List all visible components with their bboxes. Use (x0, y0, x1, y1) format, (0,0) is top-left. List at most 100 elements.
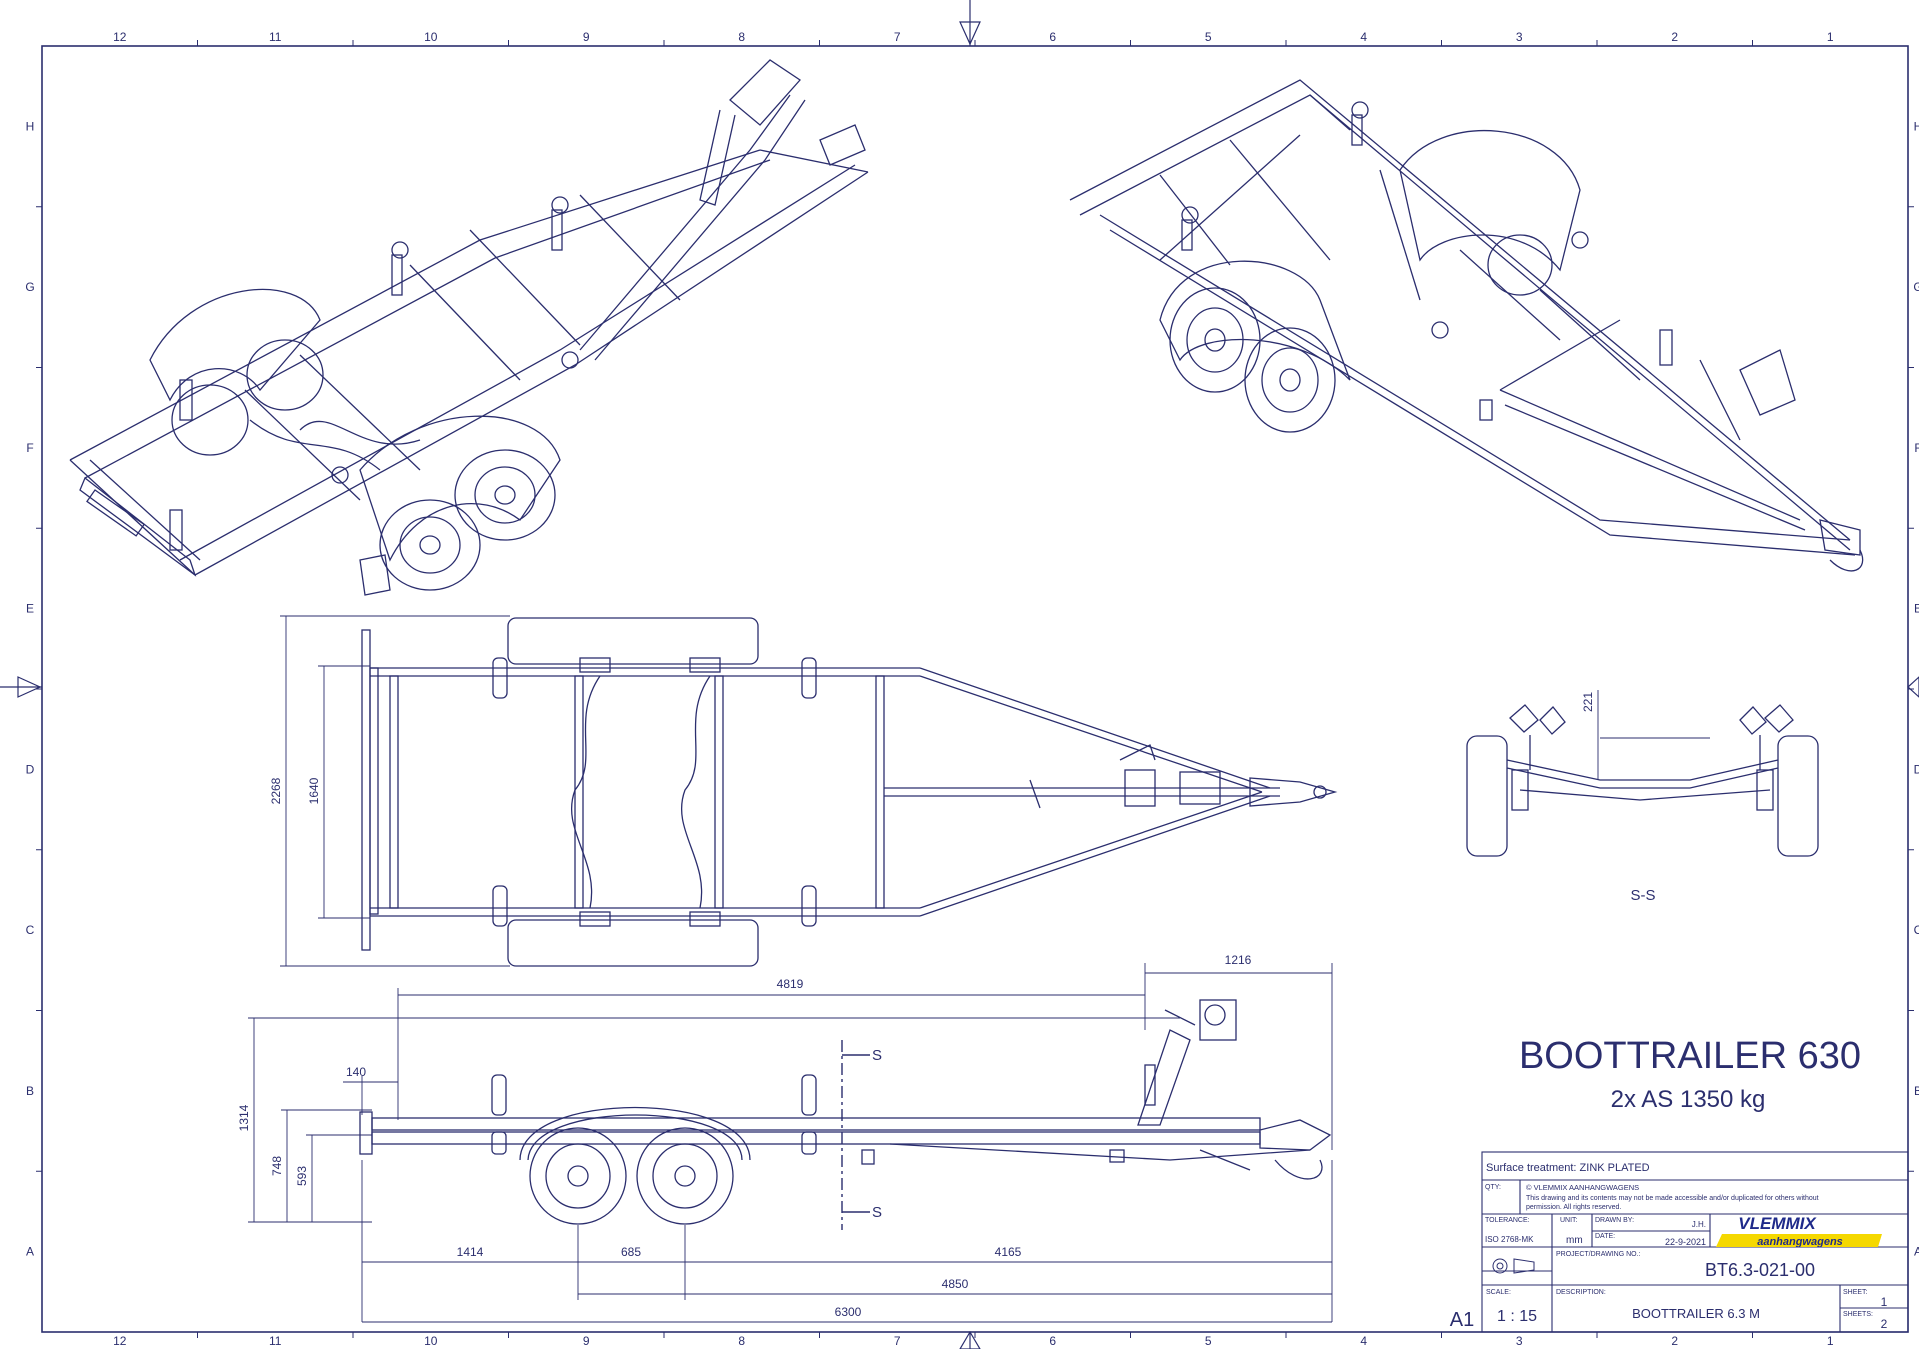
grid-col-label: 5 (1205, 30, 1212, 44)
unit-value: mm (1566, 1235, 1583, 1246)
grid-col-label: 8 (738, 1334, 745, 1348)
sheets-label: SHEETS: (1843, 1311, 1873, 1318)
dim-axle-to-coupler: 4165 (995, 1245, 1022, 1259)
dim-height: 1314 (237, 1104, 251, 1131)
project-label: PROJECT/DRAWING NO.: (1556, 1251, 1641, 1258)
vlemmix-logo: VLEMMIX aanhangwagens (1716, 1214, 1882, 1248)
section-marker-top: S (872, 1047, 882, 1064)
grid-col-label: 3 (1516, 30, 1523, 44)
scale-label: SCALE: (1486, 1289, 1511, 1296)
sheet-value: 1 (1881, 1295, 1888, 1309)
dim-support-height: 221 (1581, 692, 1595, 712)
grid-row-label: B (1914, 1084, 1919, 1098)
grid-col-label: 2 (1671, 30, 1678, 44)
grid-row-label: C (1914, 923, 1919, 937)
grid-col-label: 11 (269, 1334, 282, 1348)
section-marker-bottom: S (872, 1204, 882, 1221)
dim-axle-to-end: 4850 (942, 1277, 969, 1291)
qty-label: QTY: (1485, 1184, 1501, 1191)
grid-row-label: A (1914, 1245, 1919, 1259)
trailer-isometric-rear (69, 59, 869, 596)
projection-symbol-icon (1492, 1258, 1535, 1274)
grid-col-label: 1 (1827, 30, 1834, 44)
grid-ticks (36, 40, 1914, 1338)
grid-col-label: 7 (894, 30, 901, 44)
grid-col-label: 8 (738, 30, 745, 44)
scale-value: 1 : 15 (1497, 1308, 1537, 1325)
product-title: BOOTTRAILER 630 (1519, 1035, 1861, 1077)
grid-col-label: 1 (1827, 1334, 1834, 1348)
dim-overall-length: 6300 (835, 1305, 862, 1319)
dim-axle-spacing: 685 (621, 1245, 641, 1259)
description-value: BOOTTRAILER 6.3 M (1632, 1306, 1760, 1321)
dim-frame-height: 748 (270, 1156, 284, 1176)
grid-col-label: 12 (113, 1334, 127, 1348)
dim-drawbar-length: 1216 (1225, 953, 1252, 967)
date-label: DATE: (1595, 1233, 1615, 1240)
trailer-top-view (361, 617, 1338, 967)
section-line (841, 1040, 870, 1230)
grid-row-label: D (26, 762, 35, 776)
grid-col-label: 4 (1360, 30, 1367, 44)
dim-overall-width: 2268 (269, 777, 283, 804)
grid-row-label: E (26, 602, 34, 616)
dim-frame-lower: 593 (295, 1166, 309, 1186)
grid-row-label: G (25, 280, 34, 294)
dim-frame-width: 1640 (307, 777, 321, 804)
grid-row-label: G (1913, 280, 1919, 294)
sheets-value: 2 (1881, 1317, 1888, 1331)
grid-col-label: 6 (1049, 1334, 1056, 1348)
grid-row-label: A (26, 1245, 34, 1259)
section-dimension (1597, 690, 1710, 780)
grid-row-label: C (26, 923, 35, 937)
logo-top: VLEMMIX (1738, 1214, 1817, 1233)
description-label: DESCRIPTION: (1556, 1289, 1606, 1296)
grid-col-label: 6 (1049, 30, 1056, 44)
tolerance-label: TOLERANCE: (1485, 1217, 1530, 1224)
grid-col-label: 5 (1205, 1334, 1212, 1348)
grid-col-label: 2 (1671, 1334, 1678, 1348)
grid-col-label: 4 (1360, 1334, 1367, 1348)
section-label: S-S (1630, 887, 1655, 904)
tolerance-value: ISO 2768-MK (1485, 1235, 1534, 1244)
logo-bottom: aanhangwagens (1757, 1236, 1843, 1248)
grid-row-label: D (1914, 762, 1919, 776)
copyright-line-2: permission. All rights reserved. (1526, 1204, 1621, 1211)
dim-rear-to-axle: 1414 (457, 1245, 484, 1259)
axle-spec: 2x AS 1350 kg (1611, 1086, 1766, 1113)
grid-col-label: 3 (1516, 1334, 1523, 1348)
copyright-line-1: This drawing and its contents may not be… (1526, 1195, 1819, 1202)
sheet-label: SHEET: (1843, 1289, 1868, 1296)
grid-col-label: 11 (269, 30, 282, 44)
grid-row-label: H (26, 119, 35, 133)
grid-col-label: 9 (583, 1334, 590, 1348)
grid-col-label: 9 (583, 30, 590, 44)
grid-col-label: 12 (113, 30, 127, 44)
copyright-title: © VLEMMIX AANHANGWAGENS (1526, 1183, 1639, 1192)
trailer-isometric-front (1069, 79, 1864, 572)
grid-row-label: B (26, 1084, 34, 1098)
side-view-dimensions (248, 963, 1333, 1323)
grid-row-label: E (1914, 602, 1919, 616)
grid-row-label: H (1914, 119, 1919, 133)
trailer-side-view (359, 999, 1332, 1225)
sheet-format: A1 (1450, 1309, 1474, 1331)
date-value: 22-9-2021 (1665, 1237, 1706, 1247)
top-view-dimensions (280, 615, 510, 967)
grid-col-label: 10 (424, 30, 438, 44)
dim-rear-overhang: 140 (346, 1065, 366, 1079)
drawn-by-value: J.H. (1692, 1220, 1706, 1229)
unit-label: UNIT: (1560, 1217, 1578, 1224)
surface-treatment: Surface treatment: ZINK PLATED (1486, 1162, 1650, 1174)
grid-row-label: F (26, 441, 33, 455)
drawn-by-label: DRAWN BY: (1595, 1217, 1634, 1224)
dim-roller-to-coupler: 4819 (777, 977, 804, 991)
project-value: BT6.3-021-00 (1705, 1260, 1815, 1280)
grid-row-label: F (1914, 441, 1919, 455)
grid-col-label: 7 (894, 1334, 901, 1348)
section-view (1466, 704, 1819, 857)
grid-col-label: 10 (424, 1334, 438, 1348)
